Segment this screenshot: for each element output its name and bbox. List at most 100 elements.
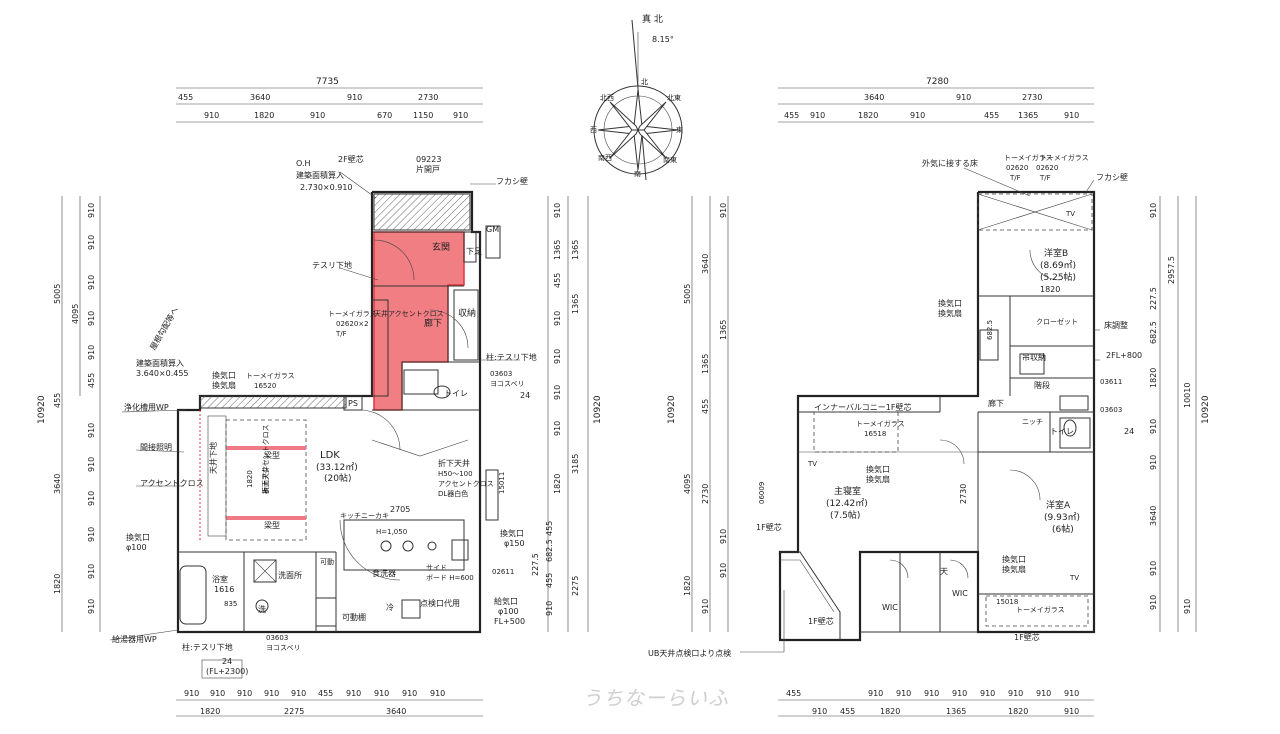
- p1-l-s12: 910: [87, 599, 96, 614]
- p1-shuno: 収納: [458, 307, 476, 319]
- p2-right-total: 10920: [1201, 395, 1211, 424]
- p1-gm: GM: [486, 225, 499, 234]
- p1-area1: 建築面積算入: [296, 170, 344, 180]
- p2-closet: クローゼット: [1036, 317, 1078, 326]
- p1-area2: 建築面積算入: [136, 358, 184, 368]
- p1-n2705: 2705: [390, 505, 410, 514]
- p2-right-big: 10010: [1183, 383, 1192, 408]
- p2-tv2: TV: [807, 460, 817, 468]
- p1-board: ボード H=600: [426, 574, 474, 582]
- p1-r3-0: 910: [204, 111, 219, 120]
- second-floor-plan: 7280 3640 910 2730 455 910 1820 910 455 …: [648, 77, 1211, 717]
- p1-top-3640: 3640: [250, 93, 270, 102]
- p2-t3-2: 1820: [858, 111, 878, 120]
- p2-s-tatami: (7.5帖): [830, 509, 860, 521]
- p1-top-910: 910: [347, 93, 362, 102]
- dir-nw: 北西: [600, 94, 614, 102]
- p1-orisage-c: アクセントクロス: [438, 480, 494, 488]
- p2-t3-5: 1365: [1018, 111, 1038, 120]
- p1-kyutoki: 給湯器用WP: [112, 634, 157, 644]
- p1-door-code: 09223: [416, 155, 441, 164]
- p2-b1-4: 910: [952, 689, 967, 698]
- p2-b1-6: 910: [1008, 689, 1023, 698]
- p1-w03603b: 03603: [266, 634, 288, 642]
- p2-r-0: 2957.5: [1167, 256, 1176, 284]
- p1-ru-0: 910: [553, 203, 562, 218]
- p2-niche: ニッチ: [1022, 418, 1043, 426]
- p2-left-total: 10920: [667, 395, 677, 424]
- p1-top-455: 455: [178, 93, 193, 102]
- p1-kutsu: 下足: [466, 247, 482, 256]
- p1-dims-bottom: 910 910 910 910 910 455 910 910 910 910 …: [176, 689, 483, 717]
- p2-b-area: (8.69㎡): [1040, 260, 1076, 271]
- p1-l-s0: 910: [87, 203, 96, 218]
- p1-hashira2: 柱:テスリ下地: [182, 642, 233, 652]
- p2-tf2: T/F: [1039, 174, 1051, 182]
- p1-toire: トイレ: [444, 389, 468, 398]
- p1-left-5005: 5005: [53, 284, 62, 304]
- p2-wic1: WIC: [882, 603, 898, 612]
- p2-t3-0: 455: [784, 111, 799, 120]
- p1-area1-val: 2.730×0.910: [300, 183, 353, 192]
- compass: 真 北 8.15° 北 北東 東 南東 南 南西 西 北西: [590, 13, 683, 181]
- p1-top-total: 7735: [316, 77, 339, 87]
- p1-kyuki: 給気口: [494, 596, 518, 606]
- p1-rei: 冷: [386, 602, 394, 612]
- p2-shushinshitsu: 主寝室: [834, 485, 861, 497]
- p2-w02620a: 02620: [1006, 164, 1028, 172]
- p2-b1-8: 910: [1064, 689, 1079, 698]
- p1-oh: O.H: [296, 159, 311, 168]
- p2-t3-4: 455: [984, 111, 999, 120]
- p2-l-5: 910: [719, 529, 728, 544]
- p1-yokushitsu: 浴室: [212, 574, 228, 584]
- p1-b2-2: 3640: [386, 707, 406, 716]
- p1-l-s8: 910: [87, 457, 96, 472]
- p1-kado: 可動: [320, 557, 334, 566]
- p2-dims-bottom: 455 910 910 910 910 910 910 910 910 910 …: [778, 689, 1094, 717]
- p2-kanki3b: 換気扇: [1002, 564, 1026, 574]
- p2-l-1: 1365: [701, 354, 710, 374]
- p2-a-tatami: (6帖): [1052, 523, 1074, 535]
- p2-dims-right: 10920 10010 2957.5 910 227.5 682.5 1820 …: [1149, 196, 1211, 632]
- p1-b1-2: 910: [237, 689, 252, 698]
- p1-trm16520: トーメイガラス: [246, 371, 295, 380]
- p2-f1core3: 1F壁芯: [1014, 632, 1040, 642]
- p2-n682: 682.5: [986, 320, 994, 340]
- p1-fukashi: フカシ壁: [496, 176, 528, 186]
- p2-yoshitsu-a: 洋室A: [1046, 499, 1071, 511]
- north-label: 真 北: [642, 13, 663, 25]
- p2-kaidan: 階段: [1034, 380, 1050, 390]
- p2-fukashi: フカシ壁: [1096, 172, 1128, 182]
- p2-r-10: 910: [1183, 599, 1192, 614]
- p1-hari2: 梁型: [264, 521, 280, 530]
- p1-r-11: 455: [545, 573, 554, 588]
- p1-left-total: 10920: [37, 395, 47, 424]
- p2-w03603: 03603: [1100, 406, 1122, 414]
- p1-top-2730: 2730: [418, 93, 438, 102]
- p2-ten: 天: [940, 567, 948, 576]
- p1-r-2: 1365: [571, 294, 580, 314]
- p2-w02620b: 02620: [1036, 164, 1058, 172]
- p2-kanki1b: 換気扇: [938, 308, 962, 318]
- p2-yukachosei: 床調整: [1104, 320, 1128, 330]
- p2-kanki1: 換気口: [938, 298, 962, 308]
- p1-n835: 835: [224, 600, 237, 608]
- p1-hashira: 柱:テスリ下地: [486, 352, 537, 362]
- p1-b1-3: 910: [264, 689, 279, 698]
- p1-l-s2: 910: [87, 275, 96, 290]
- p2-r-7: 3640: [1149, 506, 1158, 526]
- p1-b1-9: 910: [430, 689, 445, 698]
- p2-l-7: 910: [701, 599, 710, 614]
- p2-w06009: 06009: [758, 482, 766, 504]
- p1-r-5: 910: [553, 421, 562, 436]
- p2-l-2: 1365: [719, 320, 728, 340]
- p1-kaidan-accent: 天井アクセントクロス: [374, 309, 444, 318]
- p2-r-2: 227.5: [1149, 287, 1158, 310]
- p2-t2-2: 2730: [1022, 93, 1042, 102]
- p1-n1616: 1616: [214, 585, 234, 594]
- p1-area2-val: 3.640×0.455: [136, 369, 189, 378]
- p2-toire: トイレ: [1050, 427, 1074, 436]
- p1-b2-0: 1820: [200, 707, 220, 716]
- p1-left-3640: 3640: [53, 474, 62, 494]
- p1-ldk-tatami: (20帖): [324, 472, 351, 484]
